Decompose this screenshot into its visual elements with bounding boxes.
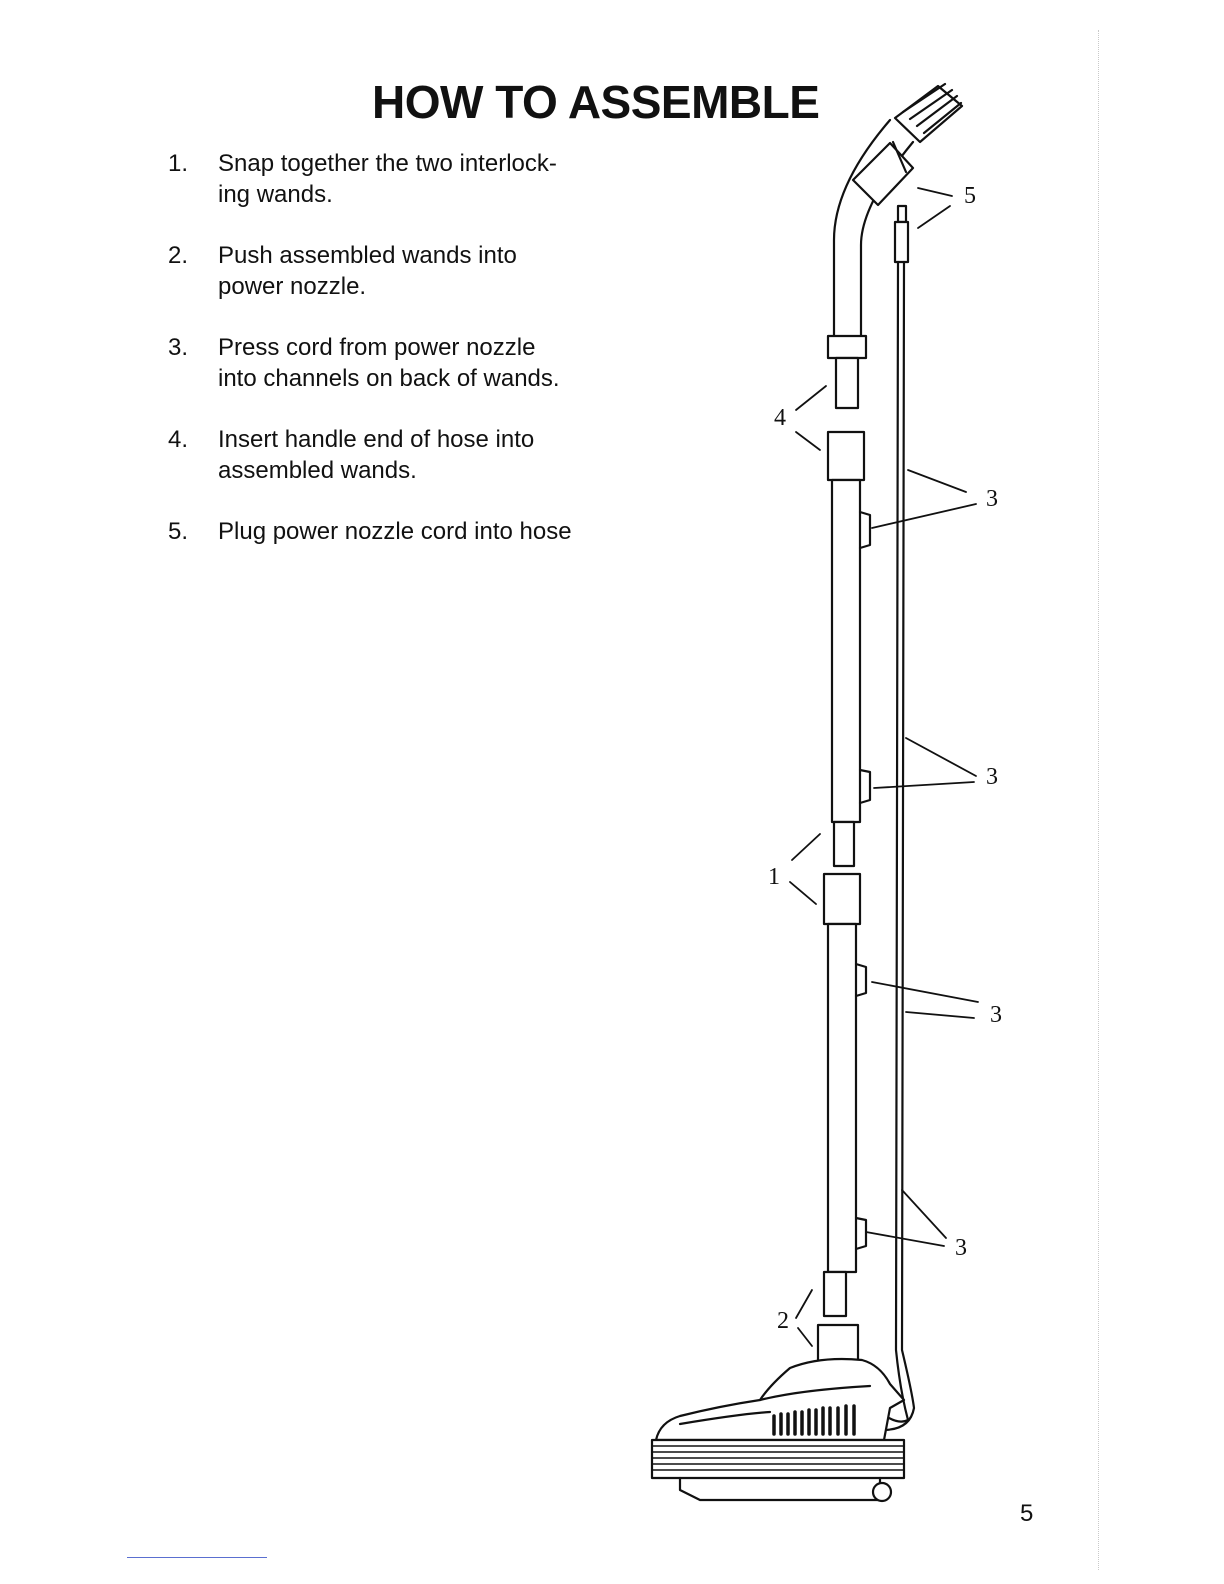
callout-4: 4: [774, 405, 786, 431]
callout-3: 3: [986, 486, 998, 512]
upper-wand-icon: [828, 432, 870, 866]
footer-rule: [127, 1557, 267, 1558]
callout-3: 3: [990, 1002, 1002, 1028]
callout-2: 2: [777, 1308, 789, 1334]
lower-wand-icon: [824, 874, 866, 1316]
callout-3: 3: [986, 764, 998, 790]
power-nozzle-icon: [652, 1325, 904, 1501]
callout-1: 1: [768, 864, 780, 890]
callout-leaders: [790, 188, 978, 1346]
callout-5: 5: [964, 183, 976, 209]
handle-end: [836, 358, 858, 408]
page-number: 5: [1020, 1500, 1033, 1528]
handle-collar: [828, 336, 866, 358]
cord-icon: [883, 206, 914, 1430]
callout-3: 3: [955, 1235, 967, 1261]
